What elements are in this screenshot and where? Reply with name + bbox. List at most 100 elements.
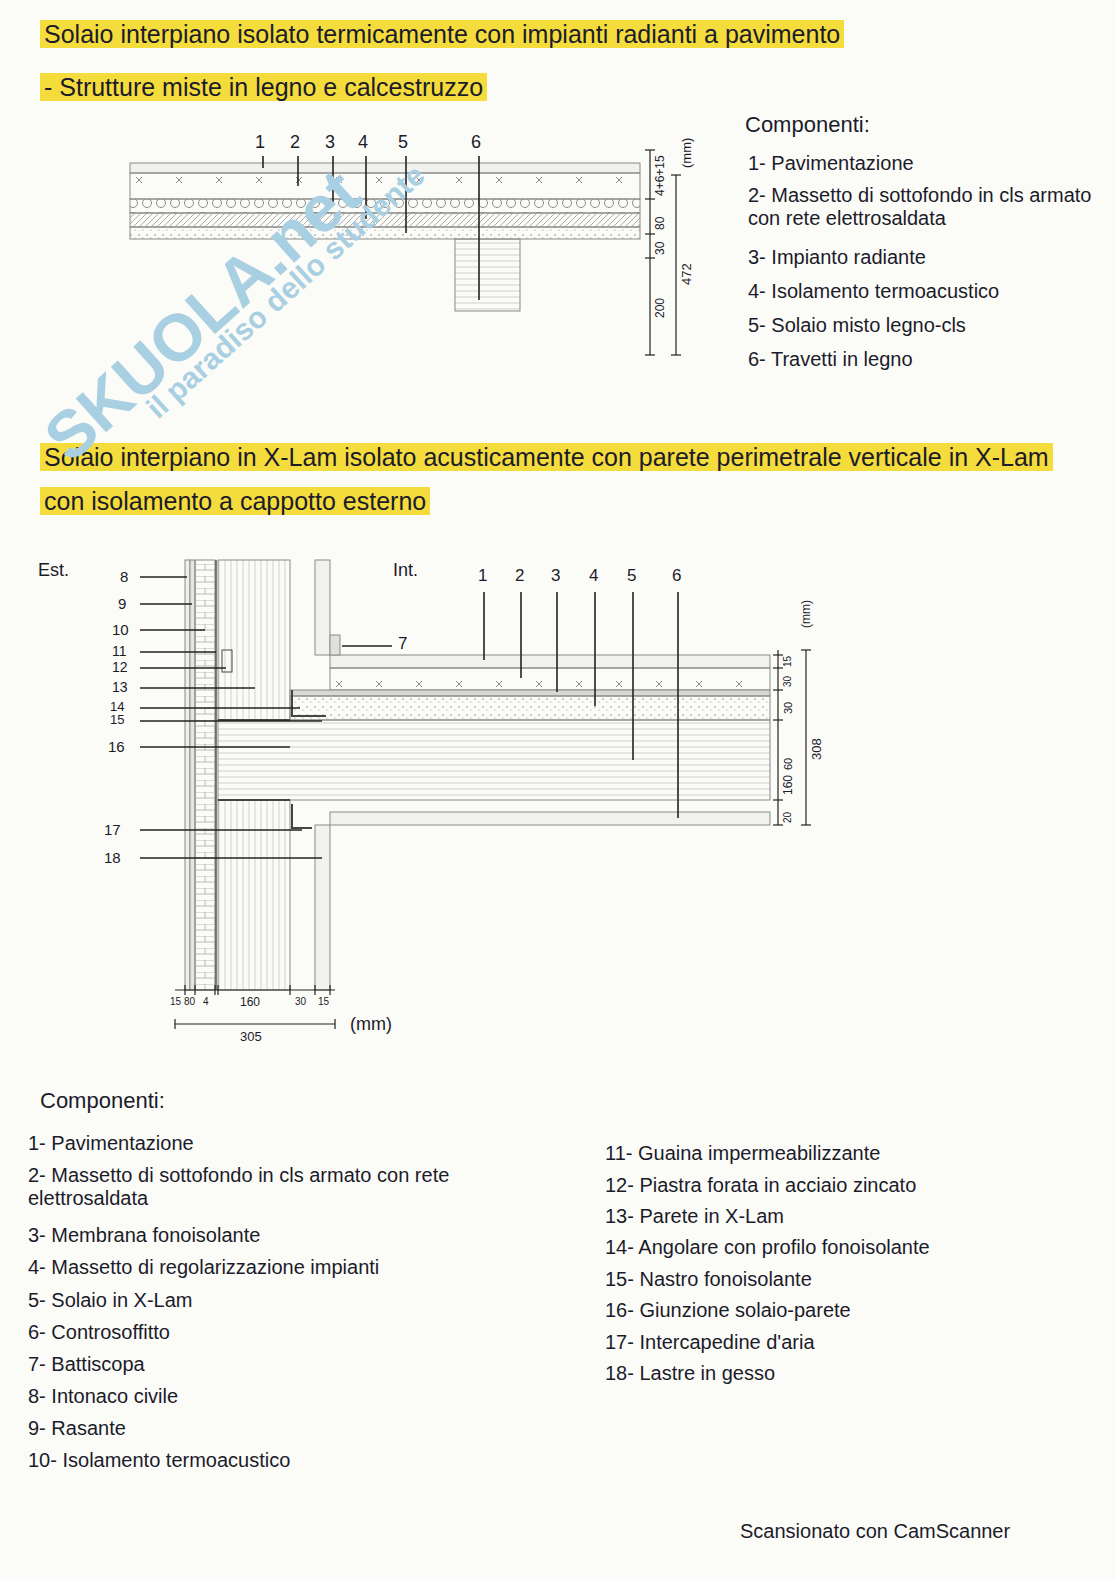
label-box: 5 xyxy=(398,132,408,153)
label-box: 15 xyxy=(318,996,329,1008)
drawing-line xyxy=(140,857,322,859)
callout-text: Est. xyxy=(38,560,69,580)
callout-text: 8 xyxy=(120,568,128,585)
drawing-line xyxy=(140,667,226,669)
callout-text: 305 xyxy=(240,1029,262,1044)
callout-text: 14 xyxy=(110,699,124,714)
label-box: 9 xyxy=(118,595,126,612)
drawing-line xyxy=(805,650,806,825)
callout-text: 3 xyxy=(551,566,560,585)
drawing-rect xyxy=(330,812,770,825)
callout-text: 3 xyxy=(325,132,335,152)
dimension-lines xyxy=(175,650,811,1029)
label-box: 15 xyxy=(782,656,794,667)
watermark: SKUOLA.net xyxy=(30,155,374,475)
drawing-line xyxy=(677,592,679,818)
label-box: 7 xyxy=(398,634,407,654)
label-box: - Strutture miste in legno e calcestruzz… xyxy=(40,66,487,110)
label-box: 3 xyxy=(551,566,560,586)
drawing-line xyxy=(140,707,300,709)
label-box: 1- Pavimentazione xyxy=(28,1132,528,1155)
drawing-line xyxy=(773,667,783,668)
component-item: 4- Massetto di regolarizzazione impianti xyxy=(28,1256,379,1278)
label-box: Int. xyxy=(393,560,418,581)
label-box: 10 xyxy=(112,621,129,638)
drawing-line xyxy=(174,1019,175,1029)
component-item: 5- Solaio misto legno-cls xyxy=(748,314,966,336)
drawing-rect xyxy=(185,560,190,990)
drawing-path xyxy=(292,690,326,716)
label-box: (mm) xyxy=(680,138,695,168)
callout-text: 12 xyxy=(112,659,128,675)
drawing-line xyxy=(773,654,783,655)
drawing-rect xyxy=(290,696,770,720)
label-box: 15 xyxy=(170,996,181,1008)
heading-box: Solaio interpiano isolato termicamente c… xyxy=(40,20,844,49)
dimension-value: 160 xyxy=(781,775,795,795)
label-box: 3- Membrana fonoisolante xyxy=(28,1224,528,1247)
label-box: 10- Isolamento termoacustico xyxy=(28,1449,528,1472)
drawing-rect xyxy=(290,690,770,696)
label-box: 9- Rasante xyxy=(28,1417,528,1440)
label-box: Scansionato con CamScanner xyxy=(740,1520,1010,1543)
drawing-line xyxy=(218,799,290,801)
callout-text: 16 xyxy=(108,738,125,755)
drawing-rect xyxy=(330,635,340,655)
callout-text: 18 xyxy=(104,849,121,866)
label-box: 14- Angolare con profilo fonoisolante xyxy=(605,1236,1105,1259)
component-item: 13- Parete in X-Lam xyxy=(605,1205,784,1227)
label-box: 12- Piastra forata in acciaio zincato xyxy=(605,1174,1105,1197)
callout-text: 7 xyxy=(398,634,407,653)
dimension-value: 15 xyxy=(782,656,793,667)
drawing-line xyxy=(478,156,480,300)
label-box: 6 xyxy=(471,132,481,153)
label-box: SKUOLA.net xyxy=(30,155,375,476)
drawing-rect xyxy=(330,668,770,690)
label-box: 16 xyxy=(108,738,125,755)
drawing-line xyxy=(175,989,335,990)
label-box: 18 xyxy=(104,849,121,866)
label-box: Est. xyxy=(38,560,69,581)
label-box: 15 xyxy=(110,713,124,728)
label-box: 11 xyxy=(112,643,127,659)
drawing-line xyxy=(675,175,676,355)
drawing-line xyxy=(175,1023,335,1024)
label-box: 17 xyxy=(104,821,121,838)
drawing-rect xyxy=(218,800,290,990)
drawing-line xyxy=(594,592,596,706)
drawing-line xyxy=(140,651,216,653)
component-item: 2- Massetto di sottofondo in cls armato … xyxy=(748,184,1092,229)
callout-text: 11 xyxy=(112,643,127,659)
label-box: Solaio interpiano in X-Lam isolato acust… xyxy=(40,436,1090,524)
label-box: Componenti: xyxy=(745,112,870,137)
label-box: 4+6+15 xyxy=(654,155,668,196)
label-box: (mm) xyxy=(800,600,814,628)
drawing-line xyxy=(773,689,783,690)
drawing-rect xyxy=(195,560,215,990)
dimension-value: 472 xyxy=(679,263,694,285)
callout-text: 4 xyxy=(589,566,598,585)
label-box: 308 xyxy=(810,738,825,760)
label-box: 30 xyxy=(295,996,306,1008)
drawing-line xyxy=(773,824,783,825)
component-item: 6- Controsoffitto xyxy=(28,1321,170,1343)
component-item: 5- Solaio in X-Lam xyxy=(28,1289,193,1311)
drawing-line xyxy=(556,592,558,692)
component-item: 1- Pavimentazione xyxy=(28,1132,194,1154)
dimension-lines xyxy=(645,150,681,355)
component-item: 1- Pavimentazione xyxy=(748,152,914,174)
dimension-value: 20 xyxy=(782,812,793,823)
callout-text: 15 xyxy=(170,996,181,1007)
label-box: 1- Pavimentazione xyxy=(748,152,1098,175)
dimension-value: 30 xyxy=(653,242,667,255)
drawing-line xyxy=(215,560,217,990)
drawing-line xyxy=(334,1019,335,1029)
drawing-line xyxy=(140,603,192,605)
label-box: 20 xyxy=(782,812,794,823)
drawing-line xyxy=(632,592,634,760)
drawing-line xyxy=(649,150,650,355)
label-box: 30 xyxy=(654,242,668,255)
drawing-rect xyxy=(218,720,770,800)
dimension-value: 4+6+15 xyxy=(653,155,667,196)
label-box: 13- Parete in X-Lam xyxy=(605,1205,1105,1228)
